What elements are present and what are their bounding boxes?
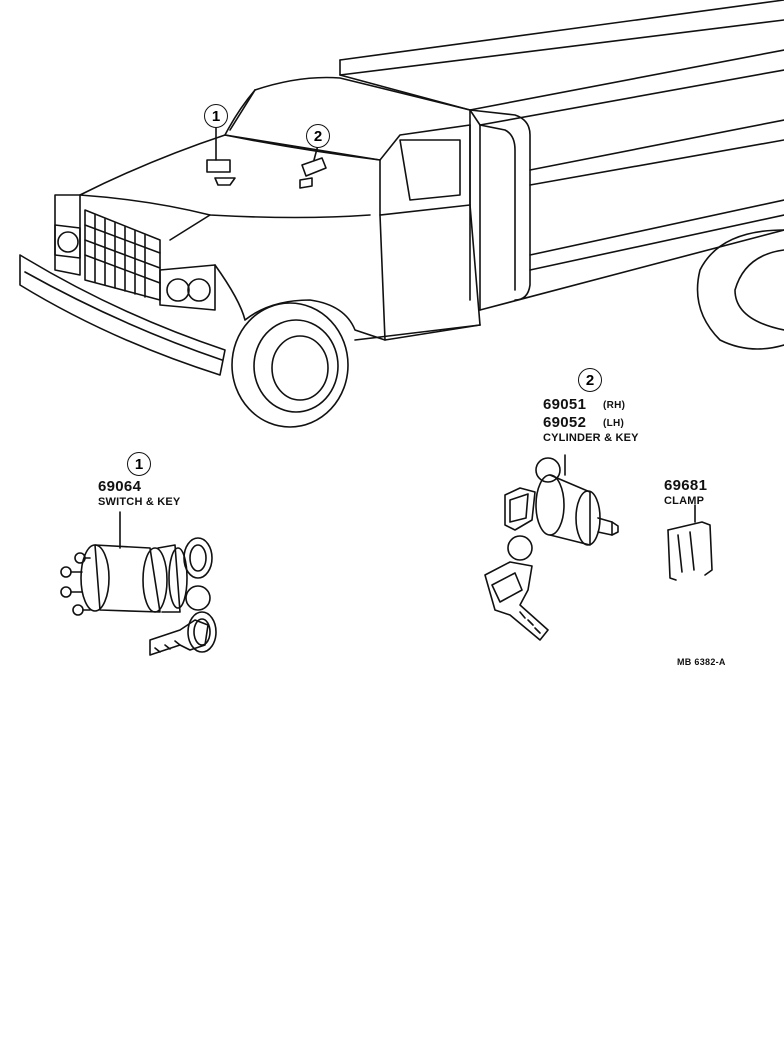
cylinder-lh-part-number: 69052: [543, 414, 587, 431]
truck-illustration: [19, 0, 784, 428]
clamp-drawing: [667, 504, 713, 581]
switch-part-name: SWITCH & KEY: [98, 496, 181, 508]
switch-part-number: 69064: [98, 478, 142, 495]
cylinder-lh-suffix: (LH): [603, 418, 625, 429]
cylinder-rh-suffix: (RH): [603, 400, 626, 411]
ignition-switch-drawing: [60, 537, 217, 656]
cylinder-part-name: CYLINDER & KEY: [543, 432, 639, 444]
door-lock-cylinder-drawing: [484, 454, 619, 641]
clamp-part-name: CLAMP: [664, 495, 705, 507]
clamp-part-number: 69681: [664, 477, 708, 494]
diagram-reference-code: MB 6382-A: [677, 657, 726, 667]
truck-callout-2: 2: [306, 124, 330, 148]
truck-callout-1: 1: [204, 104, 228, 128]
part-callout-1: 1: [127, 452, 151, 476]
part-callout-2: 2: [578, 368, 602, 392]
cylinder-rh-part-number: 69051: [543, 396, 587, 413]
